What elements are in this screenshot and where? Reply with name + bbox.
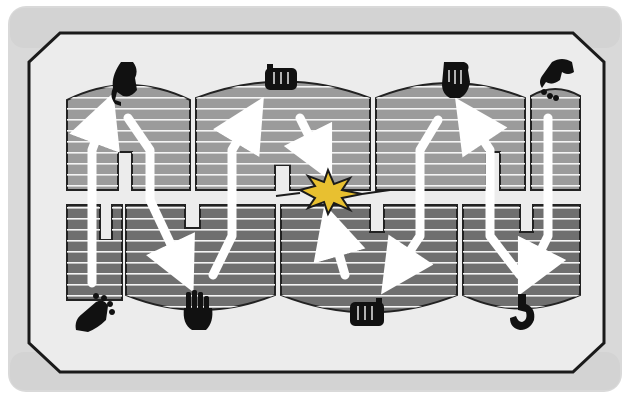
open-hand-icon (442, 62, 470, 98)
upper-tank-4 (531, 89, 580, 190)
fist-icon-bottom (350, 298, 384, 326)
lower-tank-3 (281, 205, 457, 313)
upper-tank-3 (376, 83, 525, 190)
